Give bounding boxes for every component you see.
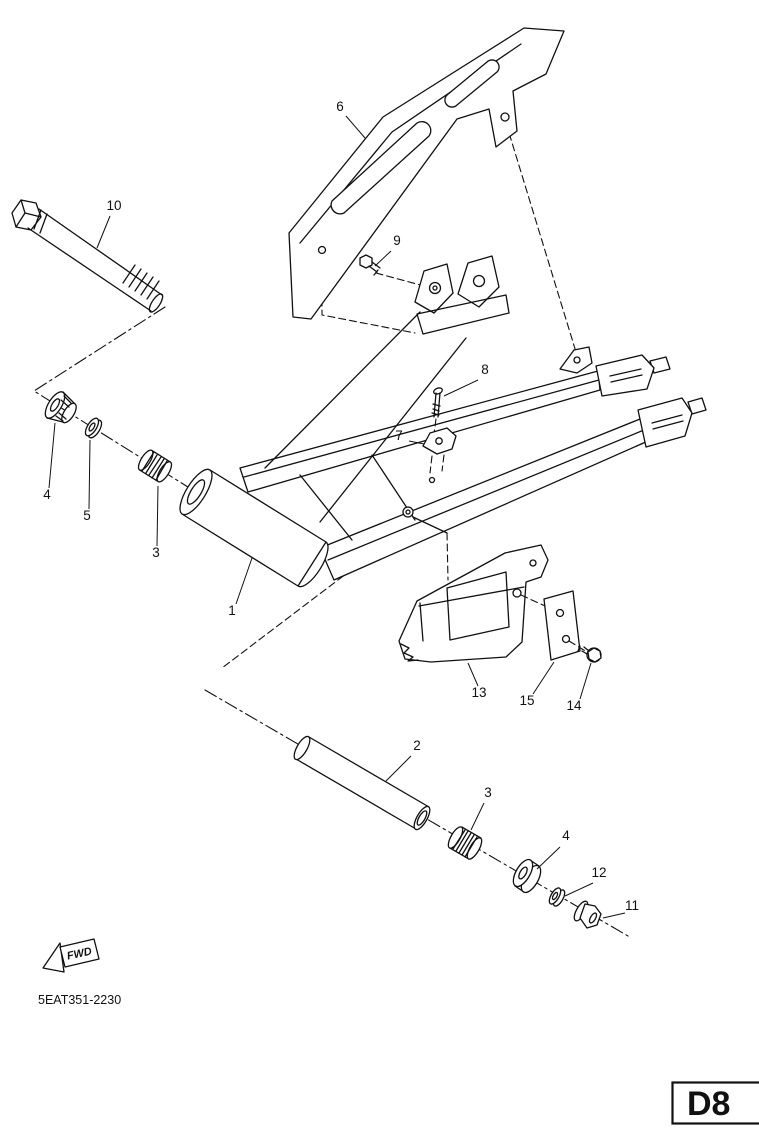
guide-mount-hole	[402, 506, 414, 518]
guard-hole-left	[317, 245, 327, 255]
part-collar-3-left	[137, 449, 173, 483]
callout-leader-13	[467, 662, 479, 687]
callout-leader-7	[408, 440, 425, 445]
callout-label-4: 4	[43, 487, 51, 502]
callout-label-11: 11	[625, 898, 639, 913]
part-shaft-2	[293, 735, 431, 831]
callout-label-1: 1	[228, 603, 236, 618]
callout-leader-2	[385, 755, 412, 782]
callout-leader-5	[88, 439, 91, 510]
callout-label-8: 8	[481, 362, 489, 377]
guard-mount-line-right	[505, 122, 577, 353]
callout-label-2: 2	[413, 738, 421, 753]
part-bush-4-lower	[512, 858, 542, 894]
part-washer-12	[548, 887, 566, 907]
callout-label-13: 13	[471, 685, 486, 700]
bolt9-head	[359, 254, 373, 269]
guard-mount-line-left	[321, 254, 416, 334]
part-bush-4-left	[44, 391, 77, 424]
chain-guide-serrations	[400, 643, 419, 662]
page-ref: D8	[687, 1085, 730, 1123]
callout-leader-15	[532, 661, 555, 695]
part-collar-3-lower	[447, 826, 483, 860]
guard-slot-long	[330, 120, 432, 215]
callout-leader-11	[602, 912, 626, 919]
shaft-threads	[122, 264, 160, 300]
chain-guard-outline	[288, 27, 565, 320]
callout-label-4: 4	[562, 828, 570, 843]
part-clamp-bracket-7	[422, 427, 457, 484]
callout-leader-6	[345, 115, 366, 139]
dropout-far	[595, 354, 655, 397]
callout-leader-4	[48, 422, 56, 489]
callout-leader-3	[156, 485, 159, 547]
part-chain-guide-13	[398, 544, 557, 663]
plate-outline	[543, 590, 581, 661]
callout-leader-9	[374, 250, 392, 267]
callout-label-3: 3	[484, 785, 492, 800]
part-pivot-shaft-10	[11, 199, 164, 313]
callout-label-10: 10	[106, 198, 121, 213]
callout-label-12: 12	[591, 865, 606, 880]
guard-slot-short	[444, 59, 500, 108]
screw-head	[433, 387, 443, 395]
callout-leader-8	[443, 379, 479, 397]
guard-hole-tab	[500, 112, 510, 122]
callout-label-9: 9	[393, 233, 401, 248]
shaft2-body	[295, 736, 430, 830]
callout-leader-14	[579, 662, 592, 700]
page-ref-box: D8	[671, 1081, 759, 1125]
bush-hatching	[55, 395, 72, 422]
callout-label-3: 3	[152, 545, 160, 560]
part-bolt-14	[577, 645, 602, 663]
callouts-layer: 6 10 9 8 7 4 5 3 1 13 15 14 2 3 4 12 11	[43, 99, 639, 919]
callout-label-14: 14	[566, 698, 582, 713]
callout-label-15: 15	[519, 693, 534, 708]
fwd-arrow: FWD	[42, 938, 100, 973]
part-plate-15	[543, 590, 588, 661]
callout-label-7: 7	[395, 428, 403, 443]
callout-leader-3	[470, 802, 485, 831]
part-washer-5	[84, 417, 103, 439]
collar-knurl-hatching	[141, 451, 168, 481]
bolt14-hex	[587, 647, 602, 663]
callout-label-5: 5	[83, 508, 91, 523]
part-chain-guard-6	[288, 27, 565, 320]
chain-guide-window	[446, 571, 510, 641]
dropout-near	[637, 397, 693, 448]
callout-leader-1	[235, 557, 253, 605]
swingarm-gussets	[264, 311, 467, 523]
fwd-arrow-body	[59, 938, 100, 968]
part-nut-11	[573, 900, 602, 929]
part-code: 5EAT351-2230	[38, 993, 121, 1007]
nut-hex	[579, 903, 602, 929]
part-bolt-9	[359, 254, 381, 276]
callout-leader-10	[96, 215, 111, 249]
callout-leader-12	[564, 882, 594, 897]
part-swingarm-1	[179, 255, 707, 588]
swingarm-far-beam	[239, 370, 601, 493]
callout-leader-4	[536, 846, 561, 870]
bolt9-mount-line	[375, 272, 425, 287]
callout-label-6: 6	[336, 99, 344, 114]
fwd-label: FWD	[66, 946, 93, 963]
collar-lower-knurl	[452, 829, 478, 858]
